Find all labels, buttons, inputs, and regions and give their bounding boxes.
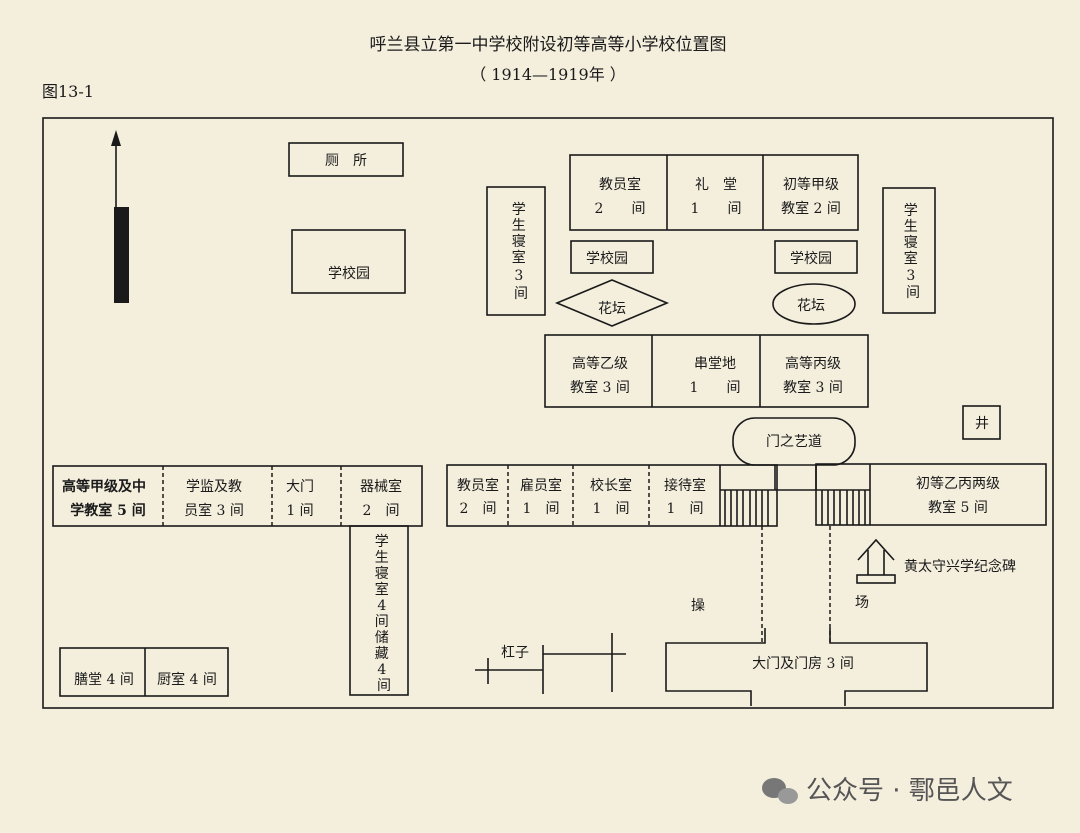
wechat-icon xyxy=(762,778,798,804)
school-garden-small-left: 学校园 xyxy=(570,240,654,274)
dorm-left: 学 生 寝 室 3 间 xyxy=(486,186,546,316)
diagram-title: 呼兰县立第一中学校附设初等高等小学校位置图 xyxy=(370,35,727,55)
svg-text:公众号 · 鄠邑人文: 公众号 · 鄠邑人文 xyxy=(806,776,1013,806)
monument-icon xyxy=(856,538,896,584)
playground-label-1: 操 xyxy=(691,598,705,614)
flowerbed-diamond: 花坛 xyxy=(554,279,670,327)
svg-text:学校园: 学校园 xyxy=(586,250,628,267)
svg-text:学 生 寝 室: 学 生 寝 室 3 间 xyxy=(904,203,922,301)
flowerbed-oval: 花坛 xyxy=(772,283,856,325)
svg-text:门之艺道: 门之艺道 xyxy=(766,434,822,450)
figure-label: 图13-1 xyxy=(42,82,94,101)
svg-text:高等丙级教室 3 间: 高等丙级教室 3 间 xyxy=(783,355,843,396)
svg-text:大门1 间: 大门1 间 xyxy=(286,479,314,519)
svg-text:学 生 寝 室: 学 生 寝 室 4 间 储 藏 4 间 xyxy=(375,534,393,694)
svg-text:井: 井 xyxy=(975,416,989,432)
campus-boundary xyxy=(42,117,1054,709)
svg-text:黄太守兴学纪念碑: 黄太守兴学纪念碑 xyxy=(904,558,1016,575)
dining-kitchen: 膳堂 4 间 厨室 4 间 xyxy=(59,647,229,697)
main-gate: 大门及门房 3 间 xyxy=(665,628,928,706)
svg-text:学校园: 学校园 xyxy=(328,265,370,282)
diagram-subtitle: （ 1914—1919年 ） xyxy=(470,65,626,84)
svg-text:高等乙级教室 3 间: 高等乙级教室 3 间 xyxy=(570,355,630,396)
monument: 黄太守兴学纪念碑 xyxy=(856,538,1016,584)
watermark: 公众号 · 鄠邑人文 xyxy=(762,776,1013,806)
dorm-storage: 学 生 寝 室 4 间 储 藏 4 间 xyxy=(349,525,409,696)
school-garden-large: 学校园 xyxy=(291,229,406,294)
svg-text:学监及教员室 3 间: 学监及教员室 3 间 xyxy=(184,479,244,519)
svg-text:杠子: 杠子 xyxy=(501,645,529,661)
gate-path: 门之艺道 xyxy=(732,417,856,490)
svg-text:高等甲级及中学教室 5 间: 高等甲级及中学教室 5 间 xyxy=(62,478,146,519)
svg-text:花坛: 花坛 xyxy=(797,298,825,314)
north-arrow-icon xyxy=(111,130,129,303)
dorm-left-label: 学 生 寝 室 3 间 xyxy=(512,202,530,302)
primary-a-classroom: 初等甲级教室 2 间 xyxy=(781,176,841,217)
svg-text:初等乙丙两级教室 5 间: 初等乙丙两级教室 5 间 xyxy=(916,475,1000,516)
svg-text:膳堂 4 间: 膳堂 4 间 xyxy=(74,672,134,688)
svg-text:厕 所: 厕 所 xyxy=(325,153,367,169)
svg-text:厨室 4 间: 厨室 4 间 xyxy=(157,671,217,688)
svg-text:大门及门房 3 间: 大门及门房 3 间 xyxy=(752,656,854,672)
svg-text:学校园: 学校园 xyxy=(790,250,832,267)
dorm-right: 学 生 寝 室 3 间 xyxy=(882,187,936,314)
toilet: 厕 所 xyxy=(288,142,404,177)
well: 井 xyxy=(962,405,1001,440)
school-garden-small-right: 学校园 xyxy=(774,240,858,274)
primary-bc-building: 初等乙丙两级教室 5 间 xyxy=(815,463,1047,526)
playground-label-2: 场 xyxy=(855,595,869,611)
bars: 杠子 xyxy=(475,633,626,694)
svg-text:花坛: 花坛 xyxy=(598,301,626,317)
